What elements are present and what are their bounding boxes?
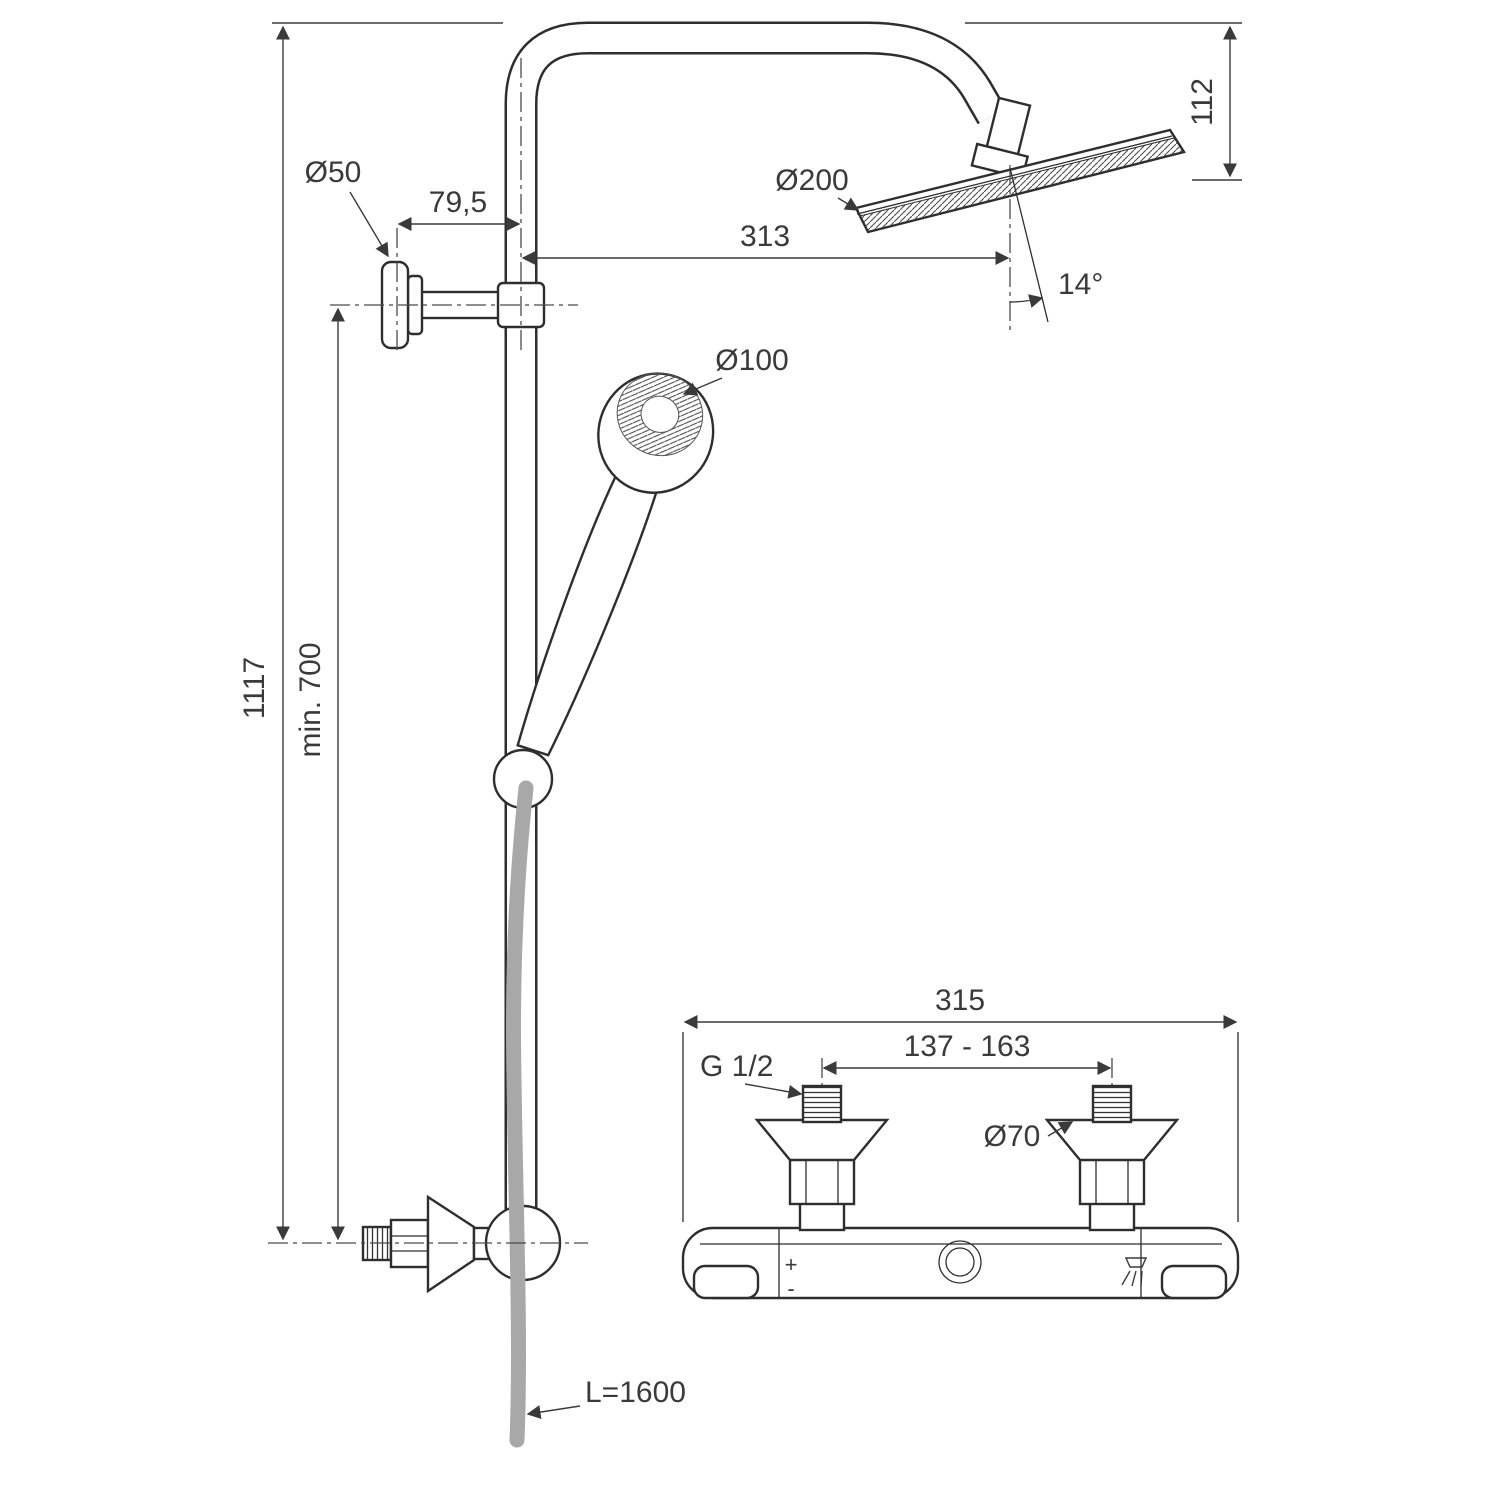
- escutcheon-diameter-label: Ø70: [984, 1120, 1041, 1153]
- left-handle-grip: [692, 1264, 760, 1300]
- head-angle-label: 14°: [1058, 268, 1103, 301]
- hand-shower-handle: [516, 469, 659, 757]
- left-inlet-nut: [788, 1156, 856, 1206]
- mixer-width-label: 315: [935, 984, 985, 1017]
- head-angle-arc: [1009, 294, 1044, 308]
- dimension-annotations: 1117 min. 700 79,5 Ø50 313 Ø200 112 14° …: [238, 22, 1242, 1420]
- flange-diameter-label: Ø50: [305, 156, 362, 189]
- left-inlet-stem: [798, 1200, 846, 1232]
- right-handle-grip: [1160, 1264, 1228, 1300]
- hand-shower-diameter-leader: [682, 377, 723, 396]
- right-inlet-stem: [1088, 1200, 1136, 1232]
- thermostatic-mixer: + -: [681, 1084, 1240, 1301]
- bottom-elbow: [361, 1194, 562, 1294]
- riser-pipe-fill: [507, 24, 1005, 1250]
- temp-plus-marking: +: [785, 1252, 798, 1277]
- mixer-center-ring-outer: [938, 1240, 982, 1284]
- hand-shower-diameter-label: Ø100: [715, 344, 788, 377]
- hand-shower-face-center: [640, 395, 680, 433]
- inlet-spacing-label: 137 - 163: [904, 1030, 1031, 1063]
- right-escutcheon-cone: [1044, 1118, 1180, 1162]
- mixer-center-ring-inner: [945, 1247, 975, 1277]
- overall-height-label: 1117: [238, 657, 271, 719]
- elbow-cone: [426, 1194, 476, 1294]
- shower-spray-icon: [1121, 1257, 1148, 1287]
- head-diameter-leader: [837, 197, 860, 211]
- min-height-label: min. 700: [294, 642, 327, 757]
- head-diameter-label: Ø200: [775, 164, 848, 197]
- shower-hose: [506, 780, 534, 1448]
- riser-pipe: [504, 21, 1007, 1250]
- right-inlet-nut: [1078, 1156, 1146, 1206]
- rain-shower-head: [854, 96, 1186, 234]
- head-spray-face: [859, 137, 1185, 233]
- bracket-offset-label: 79,5: [429, 186, 487, 219]
- hand-shower: [516, 372, 715, 757]
- head-rim-line: [856, 135, 1173, 215]
- inlet-thread-leader: [744, 1083, 803, 1099]
- left-thread-hatch: [803, 1086, 841, 1122]
- flange-diameter-leader: [349, 191, 389, 258]
- escutcheon-diameter-leader: [1047, 1121, 1074, 1137]
- hose-length-leader: [526, 1405, 581, 1420]
- left-escutcheon-cone: [754, 1118, 890, 1162]
- temp-minus-marking: -: [787, 1276, 794, 1301]
- right-thread-hatch: [1093, 1086, 1131, 1122]
- projection-label: 313: [740, 220, 790, 253]
- inlet-thread-label: G 1/2: [700, 1050, 773, 1083]
- mixer-body: [681, 1226, 1240, 1300]
- head-drop-label: 112: [1186, 78, 1219, 126]
- centerlines: [268, 58, 1113, 1244]
- hose-length-label: L=1600: [585, 1376, 686, 1409]
